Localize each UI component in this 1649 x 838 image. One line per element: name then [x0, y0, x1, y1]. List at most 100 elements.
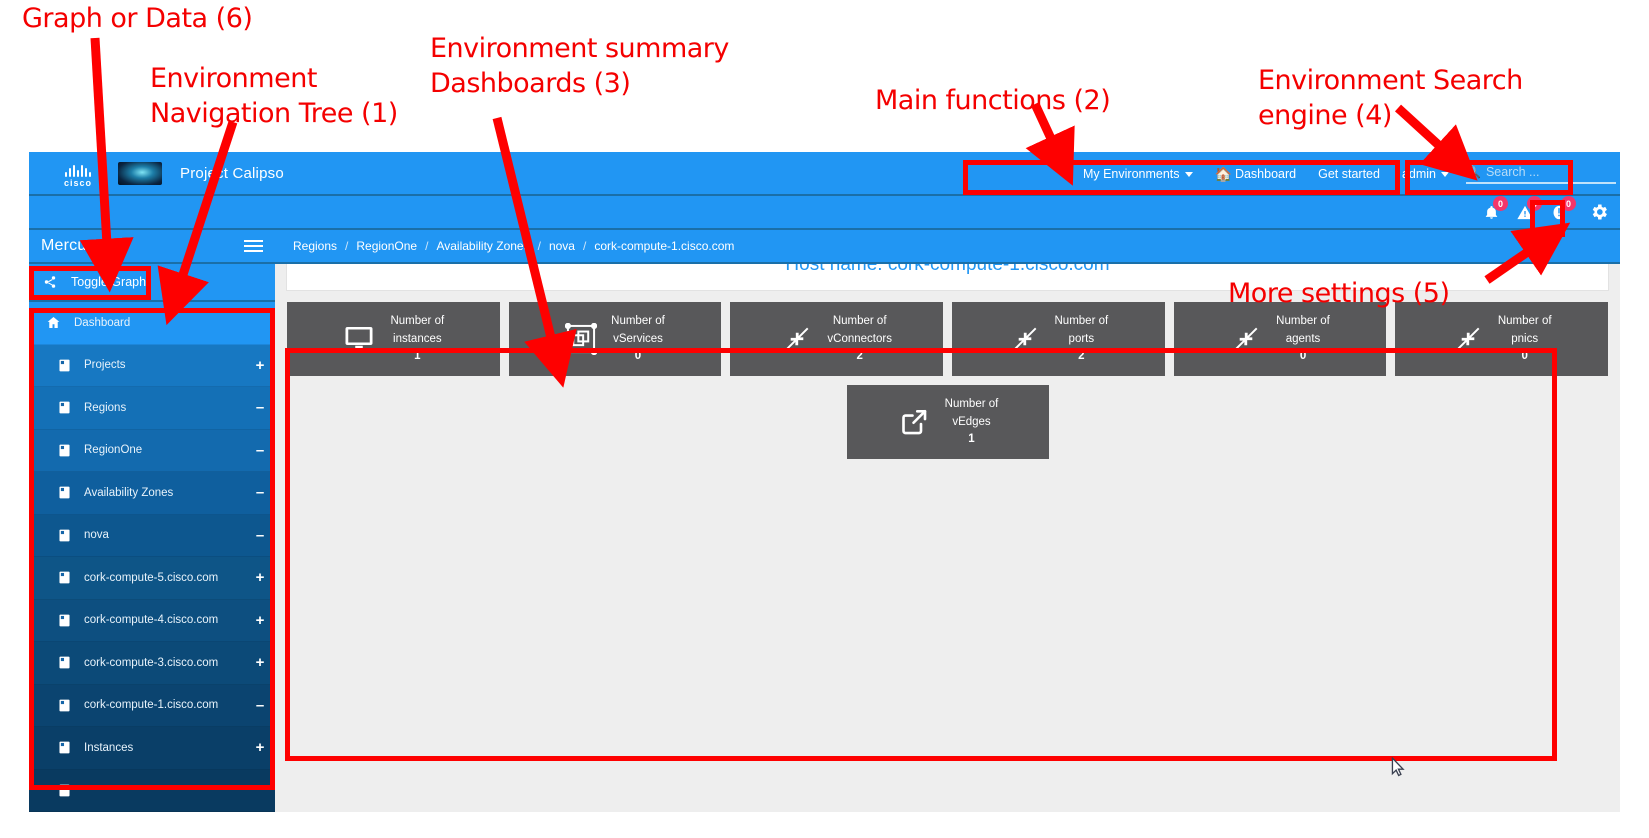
sidebar-item-expander[interactable]: – — [255, 526, 265, 544]
dashboard-card-pnics[interactable]: Number of pnics 0 — [1395, 302, 1609, 376]
sidebar-item-regionone[interactable]: RegionOne– — [29, 429, 275, 472]
sidebar-item-label: nova — [84, 529, 109, 542]
toggle-graph-label: Toggle Graph — [71, 275, 147, 289]
bell-badge: 0 — [1493, 196, 1508, 211]
dashboard-card-vservices[interactable]: Number of vServices 0 — [508, 302, 722, 376]
warning-triangle-icon[interactable]: 0 — [1510, 196, 1542, 225]
summary-dashboard-cards-row2: Number of vEdges 1 — [287, 385, 1608, 459]
breadcrumb-separator: / — [582, 239, 587, 253]
sidebar-item-expander[interactable]: + — [255, 611, 265, 629]
alarm-status-bar: 0 0 0 — [29, 196, 1620, 230]
breadcrumb-item[interactable]: Regions — [293, 239, 338, 253]
nav-get-started-label: Get started — [1318, 167, 1380, 181]
card-value: 1 — [414, 350, 421, 363]
node-icon — [59, 784, 70, 797]
sidebar-item-nova[interactable]: nova – — [29, 514, 275, 557]
sidebar-item-label: cork-compute-3.cisco.com — [84, 656, 219, 669]
sidebar-item-label: cork-compute-1.cisco.com — [84, 699, 219, 712]
dashboard-card-agents[interactable]: Number of agents 0 — [1173, 302, 1387, 376]
toggle-graph-zone: Toggle Graph — [29, 264, 275, 302]
breadcrumb-separator: / — [345, 239, 349, 253]
dashboard-card-ports[interactable]: Number of ports 2 — [952, 302, 1165, 376]
card-label-line2: ports — [1068, 332, 1095, 345]
node-icon — [59, 699, 70, 712]
hamburger-icon[interactable] — [244, 240, 263, 252]
node-icon — [59, 571, 70, 584]
card-label-line1: Number of — [1054, 315, 1109, 328]
chevron-down-icon — [1184, 171, 1193, 177]
sidebar-item-availability-zones[interactable]: Availability Zones– — [29, 472, 275, 515]
environment-name: Mercury — [41, 237, 101, 254]
chevron-down-icon — [1441, 171, 1449, 177]
nav-my-environments[interactable]: My Environments — [1072, 152, 1204, 196]
card-value: 2 — [1078, 350, 1085, 363]
sidebar-item-cork-compute-5-cisco-com[interactable]: cork-compute-5.cisco.com+ — [29, 557, 275, 600]
dashboard-card-vconnectors[interactable]: Number of vConnectors 2 — [730, 302, 944, 376]
environment-search[interactable]: 🔍 — [1466, 164, 1616, 184]
sidebar-item-projects[interactable]: Projects+ — [29, 344, 275, 387]
dashboard-card-vedges[interactable]: Number of vEdges 1 — [846, 385, 1049, 459]
search-input[interactable] — [1485, 164, 1604, 179]
sidebar-item-instances[interactable]: Instances+ — [29, 727, 275, 770]
breadcrumb-item[interactable]: cork-compute-1.cisco.com — [594, 239, 735, 253]
sidebar-item-expander[interactable]: – — [255, 441, 265, 459]
sidebar-header: Mercury — [29, 230, 275, 264]
card-value: 1 — [968, 433, 975, 446]
bell-icon[interactable]: 0 — [1476, 196, 1508, 225]
info-badge: 0 — [1561, 196, 1576, 211]
nav-get-started[interactable]: Get started — [1307, 152, 1391, 196]
sidebar-item-cork-compute-1-cisco-com[interactable]: cork-compute-1.cisco.com – — [29, 684, 275, 727]
nav-my-environments-label: My Environments — [1082, 167, 1180, 181]
card-label-line2: vServices — [613, 332, 663, 345]
breadcrumb-item[interactable]: Availability Zones — [436, 239, 530, 253]
breadcrumb-separator: / — [537, 239, 541, 253]
breadcrumb-item[interactable]: nova — [548, 239, 575, 253]
app-body: Mercury Toggle Graph Dashboard Projects+… — [29, 230, 1620, 812]
annotation-search-engine: Environment Search engine (4) — [1258, 65, 1523, 131]
sidebar-item-expander[interactable]: – — [255, 399, 265, 417]
top-brand-bar: cisco Project Calipso My Environments 🏠 … — [29, 152, 1620, 196]
breadcrumb-item[interactable]: RegionOne — [356, 239, 418, 253]
annotation-main-functions: Main functions (2) — [875, 85, 1111, 116]
sidebar-item-expander[interactable]: + — [255, 654, 265, 672]
warning-badge: 0 — [1527, 196, 1542, 211]
gear-icon[interactable] — [1584, 197, 1614, 227]
sidebar-item-expander[interactable]: – — [255, 696, 265, 714]
sidebar-item-dashboard[interactable]: Dashboard — [29, 302, 275, 345]
annotation-navigation-tree: Environment Navigation Tree (1) — [150, 63, 398, 129]
nav-tree-list: Dashboard Projects+ Regions– RegionOne– … — [29, 302, 275, 812]
sidebar-item-expander[interactable]: + — [255, 569, 265, 587]
sidebar-item-label: Regions — [84, 401, 127, 414]
card-label-line2: vEdges — [952, 415, 991, 428]
card-label-line1: Number of — [944, 398, 999, 411]
node-icon — [59, 401, 70, 414]
nav-user-menu[interactable]: admin — [1391, 152, 1460, 196]
sidebar-item-expander[interactable]: – — [255, 484, 265, 502]
node-icon — [59, 444, 70, 457]
sidebar-item-regions[interactable]: Regions – — [29, 387, 275, 430]
connector-icon — [1452, 325, 1484, 353]
connector-icon — [781, 325, 813, 353]
node-icon — [59, 529, 70, 542]
sidebar-item-cork-compute-4-cisco-com[interactable]: cork-compute-4.cisco.com+ — [29, 599, 275, 642]
nav-dashboard[interactable]: 🏠 Dashboard — [1204, 152, 1308, 196]
main-content: Host name: cork-compute-1.cisco.com Numb… — [275, 230, 1620, 810]
monitor-icon — [342, 324, 376, 354]
cisco-logo-icon: cisco — [52, 158, 104, 188]
card-label-line1: Number of — [1276, 315, 1330, 328]
cisco-wordmark: cisco — [63, 178, 92, 188]
card-label-line1: Number of — [1497, 315, 1552, 328]
exclamation-circle-icon[interactable]: 0 — [1544, 196, 1576, 225]
node-icon — [59, 486, 70, 499]
app-thumbnail-image — [118, 161, 162, 185]
sidebar-item-partial[interactable] — [29, 769, 275, 812]
sidebar-item-expander[interactable]: + — [255, 739, 265, 757]
home-icon: 🏠 — [1214, 166, 1232, 182]
sidebar-item-expander[interactable]: + — [255, 356, 265, 374]
app-title: Project Calipso — [180, 164, 284, 182]
connector-icon — [1009, 325, 1041, 353]
sidebar-item-cork-compute-3-cisco-com[interactable]: cork-compute-3.cisco.com + — [29, 642, 275, 685]
toggle-graph-button[interactable]: Toggle Graph — [29, 271, 176, 293]
dashboard-card-instances[interactable]: Number of instances 1 — [287, 302, 500, 376]
connector-icon — [1230, 325, 1262, 353]
